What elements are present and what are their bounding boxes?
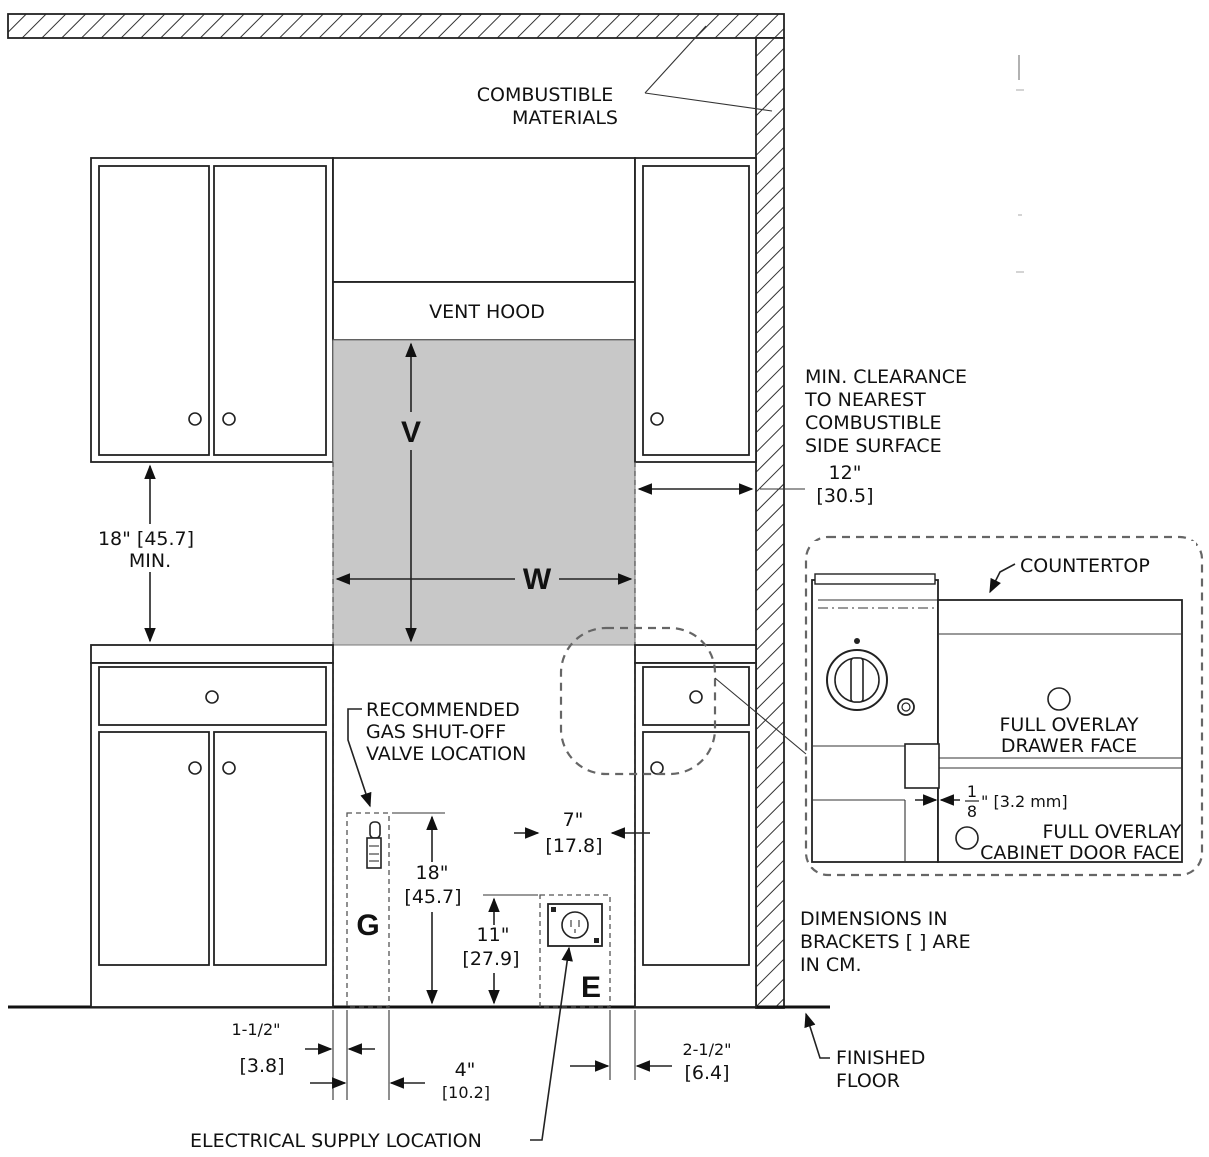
gas-valve-note: RECOMMENDED GAS SHUT-OFF VALVE LOCATION <box>347 699 526 808</box>
upper-left-cabinet <box>90 157 334 463</box>
svg-text:MATERIALS: MATERIALS <box>512 107 618 129</box>
fraction-unit: " [3.2 mm] <box>981 792 1068 811</box>
svg-text:FLOOR: FLOOR <box>836 1070 900 1092</box>
e-label: E <box>581 971 601 1004</box>
hood-upper-cabinet <box>332 157 636 283</box>
elec-height-in: 11" <box>477 924 510 946</box>
lower-right-cabinet <box>634 662 757 1008</box>
electrical-zone: E <box>539 894 611 1008</box>
svg-text:COMBUSTIBLE: COMBUSTIBLE <box>477 84 613 106</box>
svg-text:VALVE LOCATION: VALVE LOCATION <box>366 743 526 765</box>
finished-floor-note: FINISHED FLOOR <box>804 1012 925 1092</box>
upper-gap-label: 18" [45.7] <box>98 528 194 550</box>
stray-marks <box>1016 55 1024 273</box>
min-clearance-note: MIN. CLEARANCE TO NEAREST COMBUSTIBLE SI… <box>804 366 967 457</box>
vent-hood-label: VENT HOOD <box>429 301 545 323</box>
dimensions-note: DIMENSIONS IN BRACKETS [ ] ARE IN CM. <box>800 908 971 976</box>
svg-text:IN CM.: IN CM. <box>800 954 862 976</box>
side-wall <box>755 37 785 1009</box>
left-offset-in: 1-1/2" <box>231 1020 280 1039</box>
svg-text:BRACKETS [ ] ARE: BRACKETS [ ] ARE <box>800 931 971 953</box>
countertop-label: COUNTERTOP <box>1020 555 1150 577</box>
combustible-note: COMBUSTIBLE MATERIALS <box>477 25 773 129</box>
right-offset-cm: [6.4] <box>684 1062 729 1084</box>
gas-valve-zone: G <box>346 812 390 1008</box>
gas-width-cm: [10.2] <box>442 1083 490 1102</box>
svg-text:SIDE SURFACE: SIDE SURFACE <box>805 435 942 457</box>
detail-callout-marker <box>559 626 717 776</box>
side-clearance-in: 12" <box>829 462 862 484</box>
gas-width-in: 4" <box>455 1059 476 1081</box>
svg-text:COMBUSTIBLE: COMBUSTIBLE <box>805 412 941 434</box>
clearance-zone <box>332 339 636 646</box>
door-face-label-1: FULL OVERLAY <box>1042 821 1181 843</box>
v-label: V <box>401 416 421 449</box>
side-clearance-cm: [30.5] <box>816 485 873 507</box>
gas-height-in: 18" <box>416 862 449 884</box>
upper-gap-min: MIN. <box>129 550 171 572</box>
svg-text:GAS SHUT-OFF: GAS SHUT-OFF <box>366 721 506 743</box>
svg-text:FINISHED: FINISHED <box>836 1047 925 1069</box>
elec-width-cm: [17.8] <box>545 835 602 857</box>
drawer-face-label-2: DRAWER FACE <box>1001 735 1137 757</box>
upper-right-cabinet <box>634 157 757 463</box>
gas-height-cm: [45.7] <box>404 886 461 908</box>
g-label: G <box>356 909 379 942</box>
vent-hood: VENT HOOD <box>332 281 636 341</box>
left-offset-cm: [3.8] <box>239 1055 284 1077</box>
lower-left-cabinet <box>90 662 334 1008</box>
fraction-numerator: 1 <box>967 782 977 801</box>
left-countertop <box>90 644 334 664</box>
right-offset-in: 2-1/2" <box>682 1040 731 1059</box>
w-label: W <box>523 563 552 596</box>
svg-text:ELECTRICAL SUPPLY LOCATION: ELECTRICAL SUPPLY LOCATION <box>190 1130 482 1152</box>
svg-text:DIMENSIONS IN: DIMENSIONS IN <box>800 908 948 930</box>
right-countertop <box>634 644 757 664</box>
drawer-face-label-1: FULL OVERLAY <box>999 714 1138 736</box>
door-face-label-2: CABINET DOOR FACE <box>980 842 1180 864</box>
fraction-denominator: 8 <box>967 802 977 821</box>
elec-width-in: 7" <box>563 809 584 831</box>
electrical-supply-note: ELECTRICAL SUPPLY LOCATION <box>190 946 573 1152</box>
svg-text:TO NEAREST: TO NEAREST <box>804 389 926 411</box>
elec-height-cm: [27.9] <box>462 948 519 970</box>
detail-inset: 1 8 " [3.2 mm] COUNTERTOP FULL OVERLAY D… <box>804 535 1204 877</box>
ceiling-wall <box>7 13 785 39</box>
svg-text:RECOMMENDED: RECOMMENDED <box>366 699 520 721</box>
svg-text:MIN. CLEARANCE: MIN. CLEARANCE <box>805 366 967 388</box>
